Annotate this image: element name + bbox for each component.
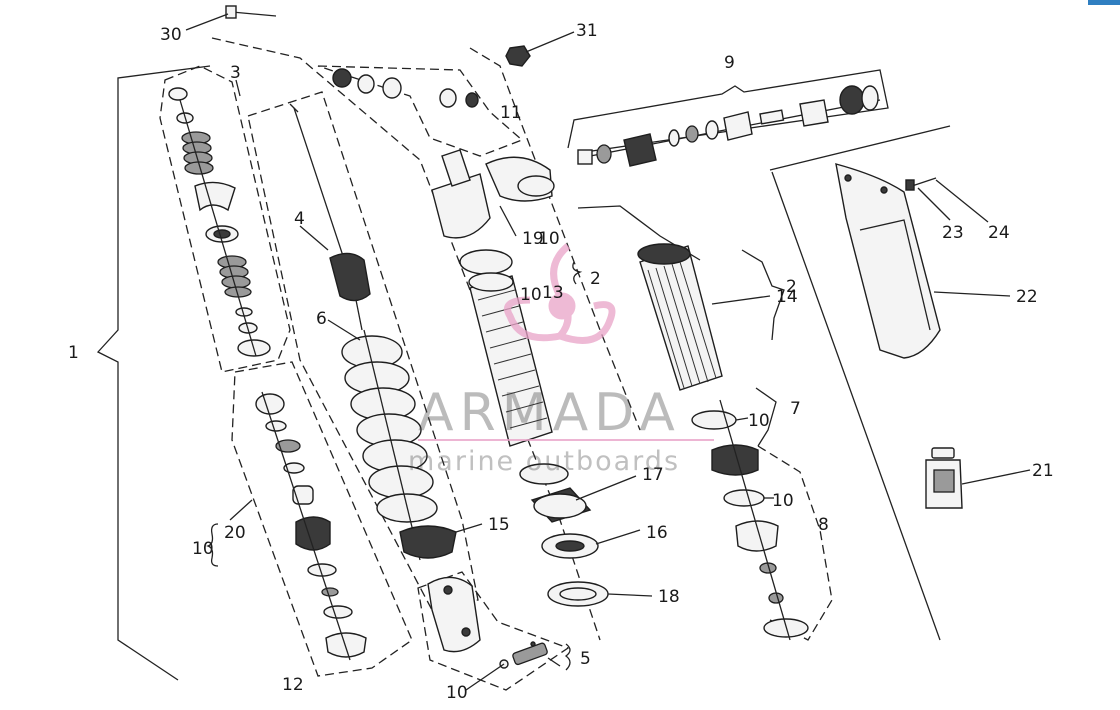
callout-12: 12	[282, 675, 304, 695]
callout-1: 1	[68, 343, 79, 363]
upper-valve-stack	[168, 87, 271, 357]
outline-body-left	[211, 37, 601, 641]
callout-2-center: 2	[590, 269, 601, 289]
bracket-1	[96, 65, 211, 681]
callout-20: 20	[224, 523, 246, 543]
bracket-7	[755, 387, 777, 447]
callout-15: 15	[488, 515, 510, 535]
watermark-tagline: marine outboards	[408, 446, 680, 477]
callout-6: 6	[316, 309, 327, 329]
adjuster-assembly	[577, 85, 881, 167]
callout-13: 13	[542, 283, 564, 303]
outline-group-5	[417, 571, 570, 691]
outline-group-12	[231, 361, 413, 677]
callout-9: 9	[724, 53, 735, 73]
callout-22: 22	[1016, 287, 1038, 307]
watermark-brand: ARMADA	[418, 383, 681, 443]
lower-shim-stack	[217, 255, 252, 298]
callout-19: 19	[522, 229, 544, 249]
bushing	[292, 485, 314, 505]
damper-body-threaded	[468, 272, 553, 447]
callout-31: 31	[576, 21, 598, 41]
callout-24: 24	[988, 223, 1010, 243]
brace-13	[572, 261, 583, 285]
callout-21: 21	[1032, 461, 1054, 481]
callout-16: 16	[646, 523, 668, 543]
callout-3: 3	[230, 63, 241, 83]
bracket-9	[567, 69, 889, 153]
callout-10-a: 10	[748, 411, 770, 431]
callout-23: 23	[942, 223, 964, 243]
outline-group-8	[757, 445, 833, 641]
bumper-rubber	[329, 252, 371, 302]
separator-long	[771, 171, 941, 641]
top-washer	[168, 87, 188, 101]
callout-10-d: 10	[446, 683, 468, 703]
outline-group-11	[317, 65, 524, 157]
end-cap	[325, 632, 367, 658]
outline-rod-group	[247, 91, 479, 611]
callout-labels: 1 2 2 3 4 5 6 7 8 9 10 10 10 10 10 10 11…	[68, 21, 1054, 703]
outline-group-3	[159, 65, 291, 373]
callout-10-f: 10	[538, 229, 560, 249]
shim-stack	[181, 131, 214, 175]
leader-lines	[185, 13, 1031, 691]
damper-shaft	[289, 103, 371, 331]
callout-10-e: 10	[520, 285, 542, 305]
seal-housing	[295, 516, 331, 551]
callout-10-c: 10	[192, 539, 214, 559]
lower-valve-stack	[255, 391, 367, 661]
lock-rings	[519, 463, 609, 607]
callout-10-b: 10	[772, 491, 794, 511]
adjuster-knob	[512, 642, 548, 666]
group-outlines	[96, 37, 951, 691]
callout-14: 14	[776, 287, 798, 307]
callout-7: 7	[790, 399, 801, 419]
coil-spring	[341, 329, 438, 561]
spring-seat	[399, 525, 457, 559]
valve-body	[255, 393, 285, 415]
callout-2-right: 2	[786, 277, 797, 297]
fender-bolt	[905, 177, 937, 191]
callout-30: 30	[160, 25, 182, 45]
propeller-logo	[504, 243, 616, 344]
bracket-2-right	[741, 249, 785, 341]
brace-5	[564, 643, 571, 671]
brace-20	[205, 523, 219, 567]
top-nut	[505, 45, 531, 67]
oil-bottle	[925, 447, 963, 509]
callout-17: 17	[642, 465, 664, 485]
armada-watermark: ARMADA marine outboards	[408, 243, 714, 477]
reservoir-lower-stack	[691, 399, 809, 641]
callout-4: 4	[294, 209, 305, 229]
split-clip	[194, 181, 236, 212]
reservoir-head	[431, 149, 555, 239]
reservoir-oring	[459, 249, 513, 275]
reservoir-canister	[637, 243, 723, 391]
corner-accent	[1088, 0, 1120, 5]
upper-mount-parts	[332, 68, 479, 108]
callout-8: 8	[818, 515, 829, 535]
shock-mudguard	[835, 163, 941, 359]
separator-diagonal	[769, 125, 951, 171]
outline-body-right	[469, 47, 641, 431]
top-bolt	[225, 5, 277, 19]
callout-5: 5	[580, 649, 591, 669]
callout-11: 11	[500, 103, 522, 123]
callout-18: 18	[658, 587, 680, 607]
lower-clevis	[427, 576, 548, 669]
